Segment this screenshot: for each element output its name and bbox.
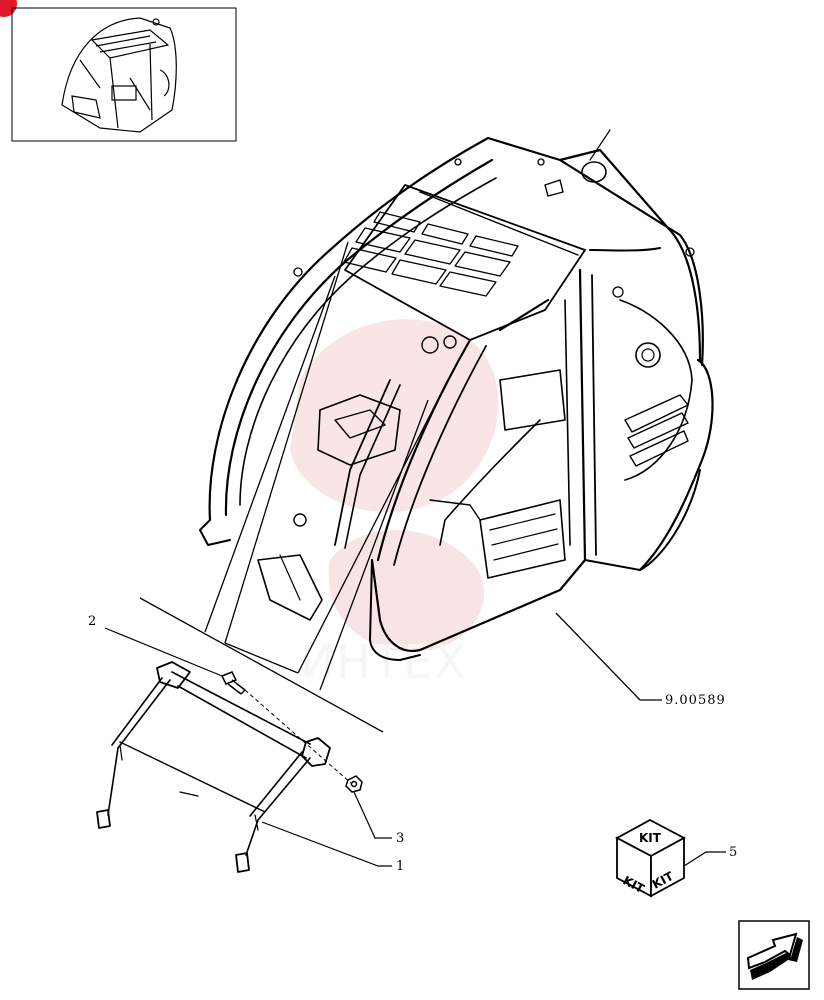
wiper-assembly-part	[96, 661, 331, 873]
corner-badge	[0, 0, 17, 17]
nut-part	[345, 775, 363, 793]
callout-item-2: 2	[88, 614, 97, 629]
cab-drawing	[199, 129, 714, 661]
kit-box-icon: KIT KIT KIT	[615, 818, 686, 898]
arrow-next-page-icon[interactable]	[738, 920, 810, 990]
callout-leaders	[104, 627, 726, 867]
kit-label-top: KIT	[639, 831, 662, 845]
cab-thumbnail-icon[interactable]	[11, 7, 237, 142]
bolt-part	[220, 671, 353, 785]
watermark-logo: ИНТЕХ	[290, 319, 499, 689]
callout-ref-main: 9.00589	[665, 693, 726, 708]
callout-item-5: 5	[729, 845, 738, 860]
leader-lines	[139, 241, 662, 733]
watermark-text: ИНТЕХ	[300, 635, 468, 689]
callout-item-1: 1	[396, 859, 405, 874]
callout-item-3: 3	[396, 831, 405, 846]
